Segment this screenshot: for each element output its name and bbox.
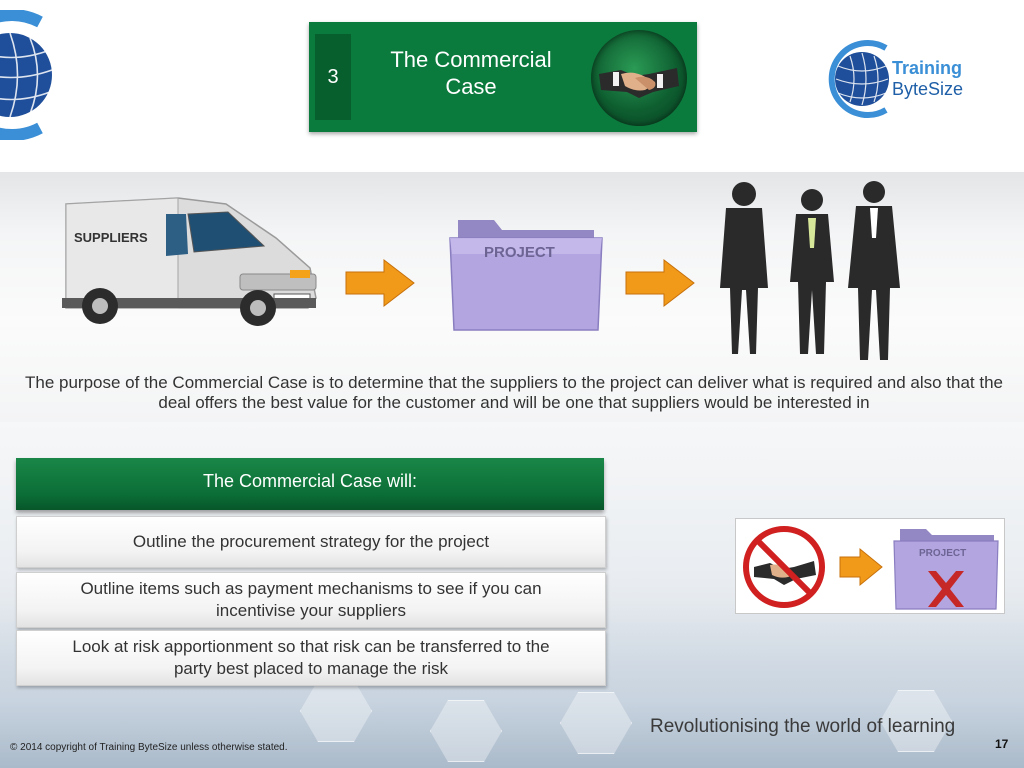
no-handshake-icon (743, 526, 825, 608)
tagline: Revolutionising the world of learning (650, 716, 956, 737)
supplier-van-image (62, 197, 317, 326)
logo-text: Training ByteSize (892, 58, 963, 100)
training-bytesize-logo: Training ByteSize (826, 38, 986, 120)
purpose-text: The purpose of the Commercial Case is to… (24, 373, 1004, 412)
no-deal-illustration (735, 518, 1005, 614)
page-title: The Commercial Case (390, 47, 552, 99)
handshake-image (591, 30, 687, 126)
customers-silhouette-icon (720, 181, 900, 360)
list-item-text: Outline the procurement strategy for the… (132, 532, 490, 551)
list-heading: The Commercial Case will: (16, 458, 604, 510)
handshake-icon (599, 68, 679, 98)
logo-text-bytesize: ByteSize (892, 79, 964, 99)
red-cross-icon (928, 571, 964, 607)
project-folder-icon (449, 220, 603, 331)
section-number: 3 (315, 34, 351, 120)
globe-logo-icon (828, 40, 889, 118)
right-arrow-icon (345, 258, 415, 308)
right-arrow-icon (625, 258, 695, 308)
list-item: Look at risk apportionment so that risk … (16, 630, 606, 686)
list-item: Outline the procurement strategy for the… (16, 516, 606, 568)
globe-logo-icon (0, 10, 53, 140)
list-item-text: Outline items such as payment mechanisms… (80, 579, 542, 620)
copyright-notice: © 2014 copyright of Training ByteSize un… (10, 742, 288, 753)
title-banner: 3 The Commercial Case (309, 22, 697, 132)
list-item: Outline items such as payment mechanisms… (16, 572, 606, 628)
project-label: PROJECT (484, 244, 555, 261)
project-label-small: PROJECT (919, 548, 967, 559)
project-folder-icon (893, 529, 999, 610)
page-number: 17 (995, 737, 1009, 751)
right-arrow-icon (839, 547, 883, 587)
suppliers-label: SUPPLIERS (74, 230, 148, 245)
no-deal-graphic (743, 526, 999, 610)
logo-text-training: Training (892, 58, 963, 78)
list-item-text: Look at risk apportionment so that risk … (72, 637, 550, 678)
